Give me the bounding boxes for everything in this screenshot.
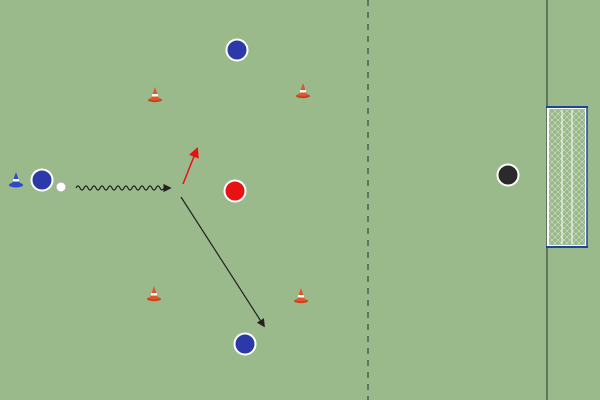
goal [546,106,588,248]
ball [55,181,67,193]
blue-player-bottom [233,332,257,356]
goalkeeper [496,163,520,187]
blue-player-start [30,168,54,192]
cone [294,288,308,304]
blue-player-top [225,38,249,62]
pass-arrow [180,196,265,328]
marker-cone [9,172,23,188]
cone [147,286,161,302]
dribble-path [75,183,172,193]
cone [148,87,162,103]
red-defender [223,179,247,203]
run-arrow [182,147,199,185]
cone [296,83,310,99]
